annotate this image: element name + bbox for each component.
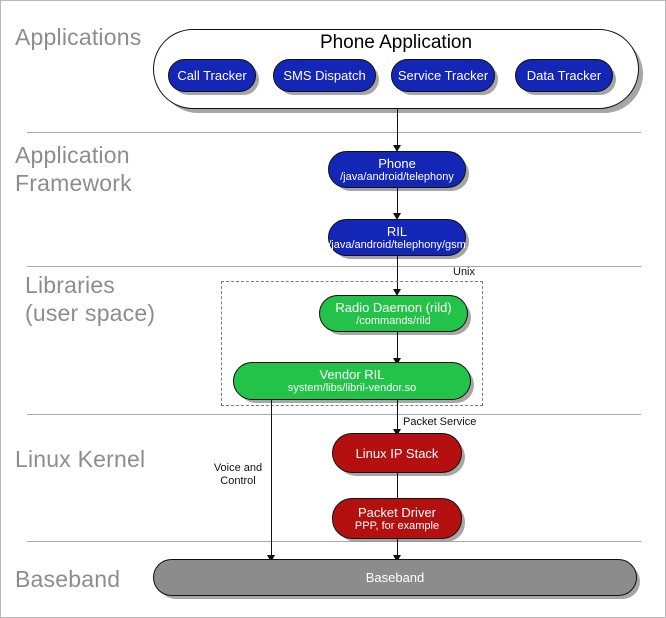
node-subtitle: /java/android/telephony [340,170,454,183]
arrowhead-vendor-ril-to-baseband [267,555,275,562]
node-subtitle: PPP, for example [354,519,440,532]
phone-application-title: Phone Application [319,32,473,53]
node-phone[interactable]: Phone /java/android/telephony [328,151,466,188]
node-linux-ip-stack[interactable]: Linux IP Stack [332,433,462,473]
app-pill-service-tracker[interactable]: Service Tracker [391,59,495,92]
unix-group-box [221,281,483,406]
connector-phone-to-ril [397,188,398,215]
connector-apps-to-phone [397,109,398,147]
divider-kernel-baseband [27,541,641,542]
app-pill-label: Service Tracker [397,68,489,83]
app-pill-call-tracker[interactable]: Call Tracker [168,59,256,92]
layer-label-libraries: Libraries (user space) [25,272,156,326]
layer-label-application-framework: Application Framework [15,142,132,196]
edge-label-packet-service: Packet Service [403,416,477,428]
divider-framework-libraries [27,266,641,267]
app-pill-label: Data Tracker [526,68,602,83]
arrowhead-apps-to-phone [393,145,401,152]
arrowhead-ril-to-rild [393,289,401,296]
node-radio-daemon[interactable]: Radio Daemon (rild) /commands/rild [319,295,468,332]
node-subtitle: system/libs/libril-vendor.so [287,382,417,394]
connector-vendor-ril-to-ip-stack [397,400,398,431]
node-title: Packet Driver [357,504,437,520]
app-pill-label: SMS Dispatch [283,68,366,83]
arrowhead-rild-to-vendor-ril [393,358,401,365]
connector-ip-stack-to-packet-driver [397,473,398,500]
node-title: Vendor RIL [319,367,385,382]
node-title: Baseband [365,570,425,585]
connector-rild-to-vendor-ril [397,332,398,361]
node-subtitle: /commands/rild [356,314,431,327]
layer-label-linux-kernel: Linux Kernel [15,446,146,472]
node-title: RIL [386,223,408,239]
node-title: Radio Daemon (rild) [335,299,452,315]
node-vendor-ril[interactable]: Vendor RIL system/libs/libril-vendor.so [233,362,471,400]
node-title: Phone [378,155,416,171]
divider-libraries-kernel [27,414,641,415]
arrowhead-vendor-ril-to-ip-stack [393,429,401,436]
app-pill-sms-dispatch[interactable]: SMS Dispatch [273,59,376,92]
node-baseband[interactable]: Baseband [153,559,637,596]
node-ril[interactable]: RIL /java/android/telephony/gsm [328,219,466,256]
app-pill-label: Call Tracker [177,68,247,83]
divider-applications-framework [27,132,641,133]
node-subtitle: /java/android/telephony/gsm [328,238,466,251]
node-title: Linux IP Stack [355,445,439,461]
connector-vendor-ril-to-baseband [271,400,272,558]
arrowhead-packet-driver-to-baseband [393,555,401,562]
layer-label-applications: Applications [15,24,142,50]
arrowhead-phone-to-ril [393,213,401,220]
app-pill-data-tracker[interactable]: Data Tracker [515,59,613,92]
connector-ril-to-rild [397,256,398,291]
unix-group-label: Unix [453,266,476,278]
edge-label-voice-and-control: Voice and Control [213,462,263,487]
node-packet-driver[interactable]: Packet Driver PPP, for example [332,498,462,539]
connector-packet-driver-to-baseband [397,539,398,558]
layer-label-baseband: Baseband [15,566,121,592]
